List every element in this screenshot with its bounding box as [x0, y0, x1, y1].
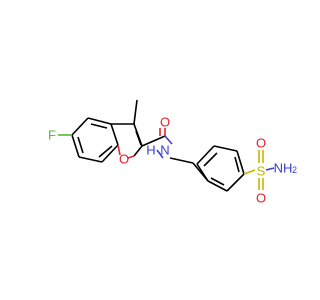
bond	[87, 117, 112, 125]
atom-carbonyl-oxygen: O	[160, 115, 170, 130]
bond	[127, 155, 135, 159]
bond	[78, 156, 103, 163]
atom-sulfonyl-oxygen-bottom: O	[256, 191, 266, 206]
bond	[243, 169, 256, 175]
bond	[133, 145, 143, 157]
bond	[164, 135, 173, 145]
bond	[213, 145, 238, 152]
bond	[117, 144, 121, 156]
atom-sulfonamide-nitrogen: NH	[274, 161, 293, 176]
bond	[196, 145, 215, 165]
bond	[101, 144, 119, 163]
bond	[196, 163, 209, 182]
bond	[71, 134, 80, 158]
atom-sulfonyl-oxygen-top: O	[256, 136, 266, 151]
bond	[265, 167, 275, 171]
atom-amide-nitrogen: N	[160, 143, 169, 158]
bond	[236, 150, 245, 175]
bond	[135, 130, 142, 146]
bond	[90, 123, 108, 129]
bond	[77, 136, 84, 154]
bond	[226, 173, 245, 192]
structure-diagram: F O O N H S O O NH 2	[48, 99, 297, 206]
bond	[169, 157, 194, 164]
atom-amide-hydrogen: H	[146, 143, 155, 158]
bond	[110, 123, 119, 146]
bond	[210, 177, 225, 186]
bond	[156, 149, 164, 159]
atom-sulfur: S	[257, 164, 266, 179]
bond	[234, 156, 240, 173]
atom-fluorine: F	[48, 128, 56, 143]
bond	[207, 180, 228, 192]
molecule-canvas: F O O N H S O O NH 2	[48, 99, 298, 206]
bond	[133, 99, 138, 125]
bond	[141, 135, 166, 147]
atom-furan-oxygen: O	[119, 152, 129, 167]
bond	[98, 145, 113, 158]
bond	[203, 152, 218, 167]
bond	[71, 117, 89, 136]
atom-sulfonamide-subscript: 2	[292, 165, 297, 175]
